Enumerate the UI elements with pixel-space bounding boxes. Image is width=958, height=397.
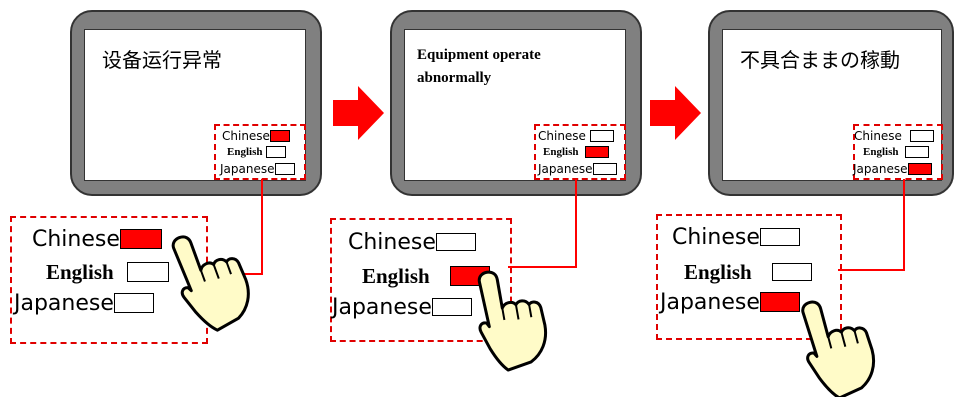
language-option-english-zoom[interactable]: English — [46, 259, 170, 285]
option-label: Japanese — [853, 161, 908, 176]
option-indicator[interactable] — [265, 146, 286, 158]
language-selector-zoom — [330, 218, 512, 342]
language-option-chinese-zoom[interactable]: Chinese — [672, 224, 800, 250]
option-label: Japanese — [14, 290, 114, 316]
option-indicator[interactable] — [269, 129, 290, 142]
language-option-english-zoom[interactable]: English — [684, 259, 812, 285]
language-option-chinese[interactable]: Chinese — [538, 128, 614, 143]
option-label: Chinese — [538, 128, 586, 143]
option-label: Chinese — [222, 128, 270, 143]
option-label: English — [863, 146, 899, 158]
option-indicator[interactable] — [431, 298, 472, 316]
language-option-chinese[interactable]: Chinese — [854, 128, 934, 143]
option-label: Chinese — [672, 224, 760, 250]
language-option-japanese-zoom[interactable]: Japanese — [332, 294, 472, 320]
language-option-english[interactable]: English — [863, 145, 930, 158]
pointing-hand-icon — [469, 262, 553, 376]
device-frame: Equipment operate abnormally Chinese Eng… — [390, 10, 642, 196]
option-indicator[interactable] — [771, 263, 812, 281]
option-indicator[interactable] — [274, 162, 295, 175]
option-label: Japanese — [660, 289, 760, 315]
option-label: Japanese — [220, 161, 275, 176]
language-selector-zoom — [656, 214, 842, 340]
option-indicator[interactable] — [435, 233, 476, 251]
right-arrow-icon — [333, 86, 384, 140]
language-option-chinese-zoom[interactable]: Chinese — [32, 226, 162, 252]
option-indicator[interactable] — [905, 146, 930, 158]
language-option-japanese-zoom[interactable]: Japanese — [14, 290, 154, 316]
option-label: English — [684, 259, 752, 284]
option-label: Chinese — [854, 128, 902, 143]
option-label: English — [46, 259, 114, 284]
option-label: English — [227, 146, 263, 158]
option-label: Chinese — [32, 226, 120, 252]
device-frame: 设备运行异常 Chinese English Japanese — [70, 10, 322, 196]
option-indicator[interactable] — [119, 229, 162, 249]
option-label: Japanese — [538, 161, 593, 176]
device-screen: 不具合ままの稼動 Chinese English Japanese — [722, 29, 943, 181]
language-option-chinese-zoom[interactable]: Chinese — [348, 229, 476, 255]
language-option-english[interactable]: English — [543, 145, 610, 158]
option-indicator[interactable] — [759, 228, 800, 246]
option-indicator[interactable] — [909, 129, 934, 142]
language-option-chinese[interactable]: Chinese — [222, 128, 290, 143]
language-option-japanese-zoom[interactable]: Japanese — [660, 289, 800, 315]
option-label: Japanese — [332, 294, 432, 320]
option-indicator[interactable] — [759, 292, 800, 312]
status-message: 设备运行异常 — [102, 48, 222, 72]
connector-line — [838, 179, 905, 271]
language-option-english[interactable]: English — [227, 145, 286, 158]
status-message: Equipment operate abnormally — [417, 47, 541, 86]
status-message: 不具合ままの稼動 — [740, 48, 900, 72]
option-indicator[interactable] — [127, 262, 170, 282]
connector-line — [508, 179, 577, 268]
language-selector-small — [853, 124, 943, 180]
device-frame: 不具合ままの稼動 Chinese English Japanese — [708, 10, 954, 196]
language-selector-small — [534, 124, 626, 180]
option-label: English — [362, 263, 430, 288]
device-screen: 设备运行异常 Chinese English Japanese — [84, 29, 306, 181]
option-label: English — [543, 146, 579, 158]
language-option-japanese[interactable]: Japanese — [220, 161, 295, 176]
language-option-japanese[interactable]: Japanese — [853, 161, 932, 176]
device-screen: Equipment operate abnormally Chinese Eng… — [404, 29, 626, 181]
language-option-english-zoom[interactable]: English — [362, 263, 490, 289]
option-label: Chinese — [348, 229, 436, 255]
option-indicator[interactable] — [585, 146, 610, 158]
pointing-hand-icon — [162, 219, 261, 339]
option-indicator[interactable] — [113, 293, 154, 313]
language-option-japanese[interactable]: Japanese — [538, 161, 617, 176]
option-indicator[interactable] — [907, 162, 932, 175]
language-selector-small — [214, 124, 306, 180]
option-indicator[interactable] — [592, 162, 617, 175]
right-arrow-icon — [650, 86, 701, 140]
option-indicator[interactable] — [589, 129, 614, 142]
pointing-hand-icon — [792, 288, 884, 397]
